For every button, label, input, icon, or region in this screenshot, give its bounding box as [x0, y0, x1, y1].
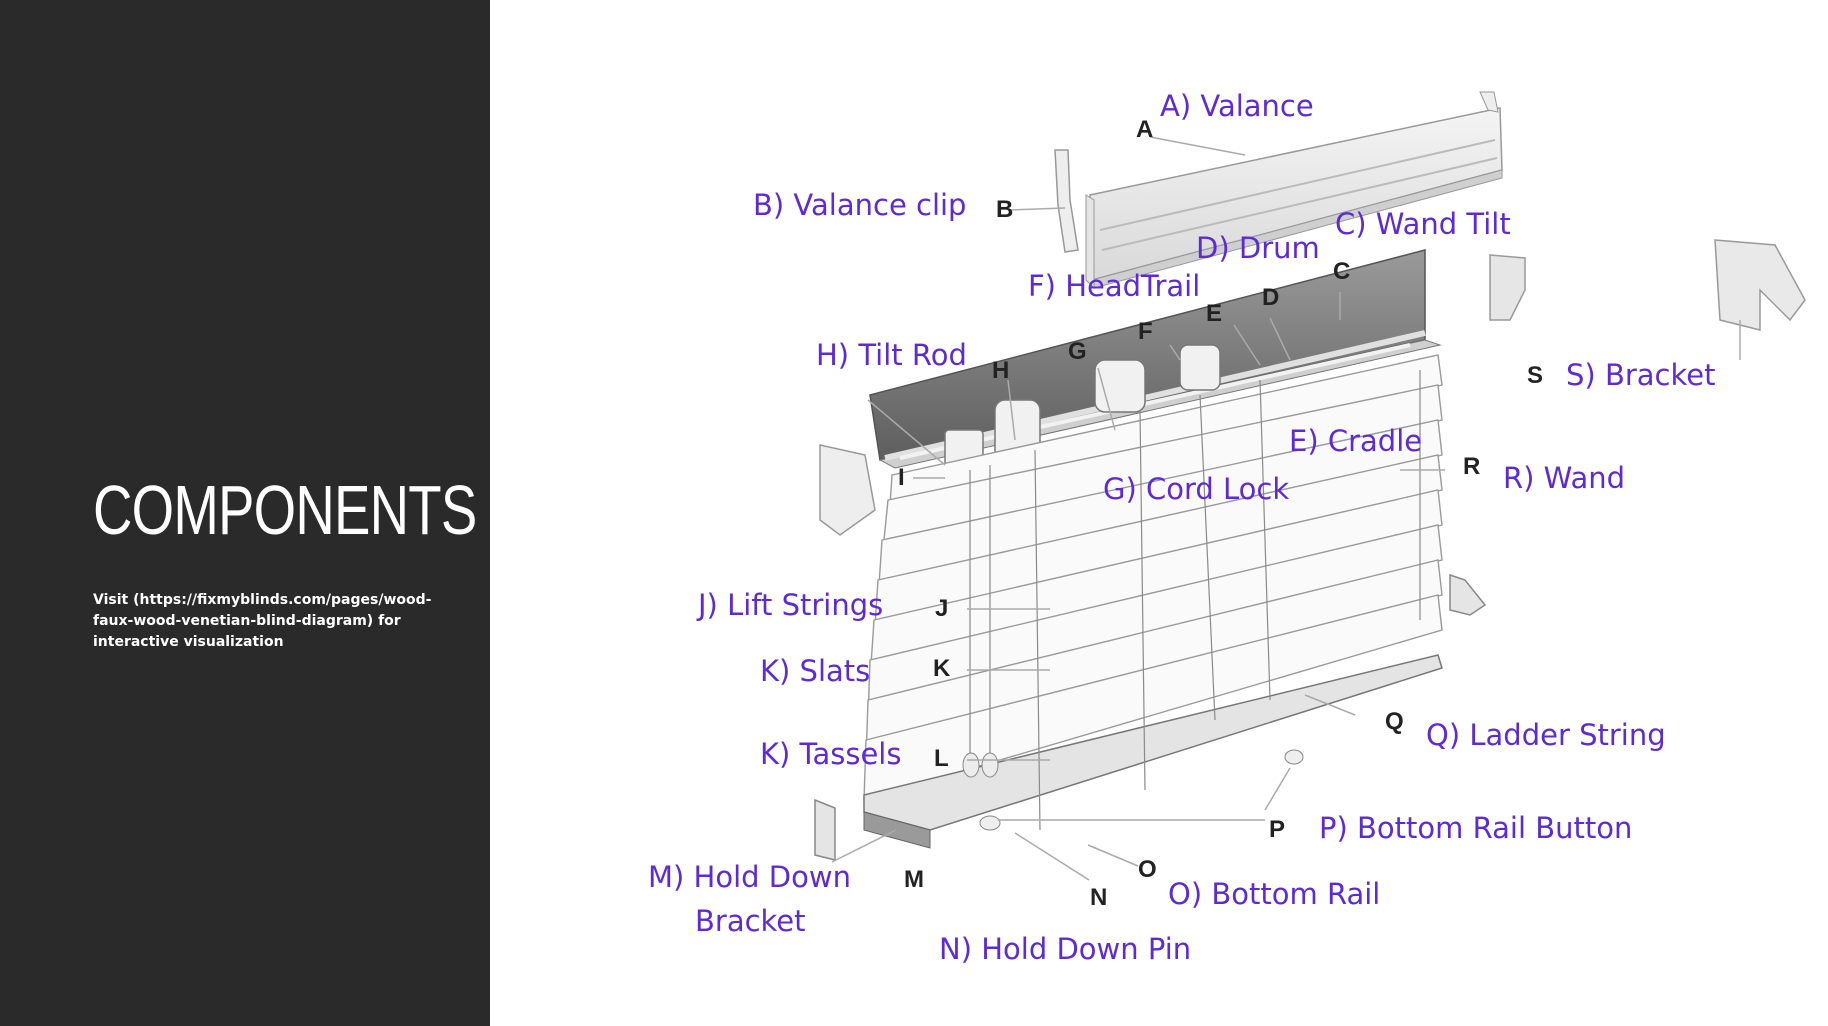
letter-e: E: [1206, 300, 1223, 327]
callout-cord-lock: G) Cord Lock: [1103, 472, 1290, 506]
callout-slats: K) Slats: [760, 654, 871, 688]
blind-illustration: [814, 91, 1806, 881]
letter-j: J: [935, 595, 949, 622]
callout-wand-tilt: C) Wand Tilt: [1335, 207, 1511, 241]
tilt-rod-part: [899, 343, 1411, 460]
letter-b: B: [996, 196, 1014, 223]
tassels-part: [962, 752, 999, 778]
callout-drum: D) Drum: [1196, 231, 1320, 265]
callout-ladder-string: Q) Ladder String: [1426, 718, 1666, 752]
letter-k: K: [933, 655, 951, 682]
letter-a: A: [1136, 116, 1154, 143]
letter-n: N: [1090, 884, 1108, 911]
letter-o: O: [1138, 856, 1157, 883]
letter-l: L: [934, 745, 949, 772]
valance-part: [1085, 91, 1503, 290]
callout-hold-down-bracket-line1: M) Hold Down: [648, 860, 851, 894]
page-title: COMPONENTS: [93, 471, 477, 549]
hold-down-bracket-right: [1449, 573, 1487, 616]
bracket-part: [1714, 239, 1806, 331]
callout-bottom-rail-button: P) Bottom Rail Button: [1319, 811, 1633, 845]
callout-valance-clip: B) Valance clip: [753, 188, 967, 222]
letter-i: I: [898, 464, 905, 491]
blind-diagram: A B C D E F G H I J K L M N O P Q R S A)…: [490, 0, 1828, 1026]
letter-q: Q: [1385, 708, 1404, 735]
callout-bottom-rail: O) Bottom Rail: [1168, 877, 1381, 911]
letter-h: H: [992, 357, 1010, 384]
callout-wand: R) Wand: [1503, 461, 1626, 495]
letter-p: P: [1269, 816, 1286, 843]
hold-down-bracket-part: [814, 798, 836, 861]
valance-clip-part: [1054, 149, 1079, 253]
callout-valance: A) Valance: [1160, 89, 1314, 123]
slats-part: [863, 354, 1443, 801]
visit-note: Visit (https://fixmyblinds.com/pages/woo…: [93, 592, 432, 650]
callout-headrail: F) HeadTrail: [1028, 269, 1201, 303]
bottom-rail-buttons: [979, 749, 1304, 831]
callout-hold-down-bracket-line2: Bracket: [695, 904, 806, 938]
letter-d: D: [1262, 284, 1280, 311]
callout-bracket: S) Bracket: [1566, 358, 1716, 392]
letter-f: F: [1138, 318, 1153, 345]
letter-r: R: [1463, 453, 1481, 480]
strings-part: [969, 370, 1421, 831]
letter-g: G: [1068, 338, 1087, 365]
callout-hold-down-pin: N) Hold Down Pin: [939, 932, 1192, 966]
leader-lines: [831, 136, 1445, 881]
end-cap-part: [819, 444, 876, 536]
letter-c: C: [1333, 258, 1351, 285]
callout-tassels: K) Tassels: [760, 737, 902, 771]
letter-s: S: [1527, 362, 1544, 389]
bottom-rail-part: [863, 654, 1443, 849]
sidebar: COMPONENTS Visit (https://fixmyblinds.co…: [0, 0, 490, 1026]
callout-lift-strings: J) Lift Strings: [698, 588, 884, 622]
callout-tilt-rod: H) Tilt Rod: [816, 338, 967, 372]
letter-m: M: [904, 866, 924, 893]
callout-cradle: E) Cradle: [1289, 424, 1423, 458]
wand-tilt-part: [1489, 254, 1526, 321]
